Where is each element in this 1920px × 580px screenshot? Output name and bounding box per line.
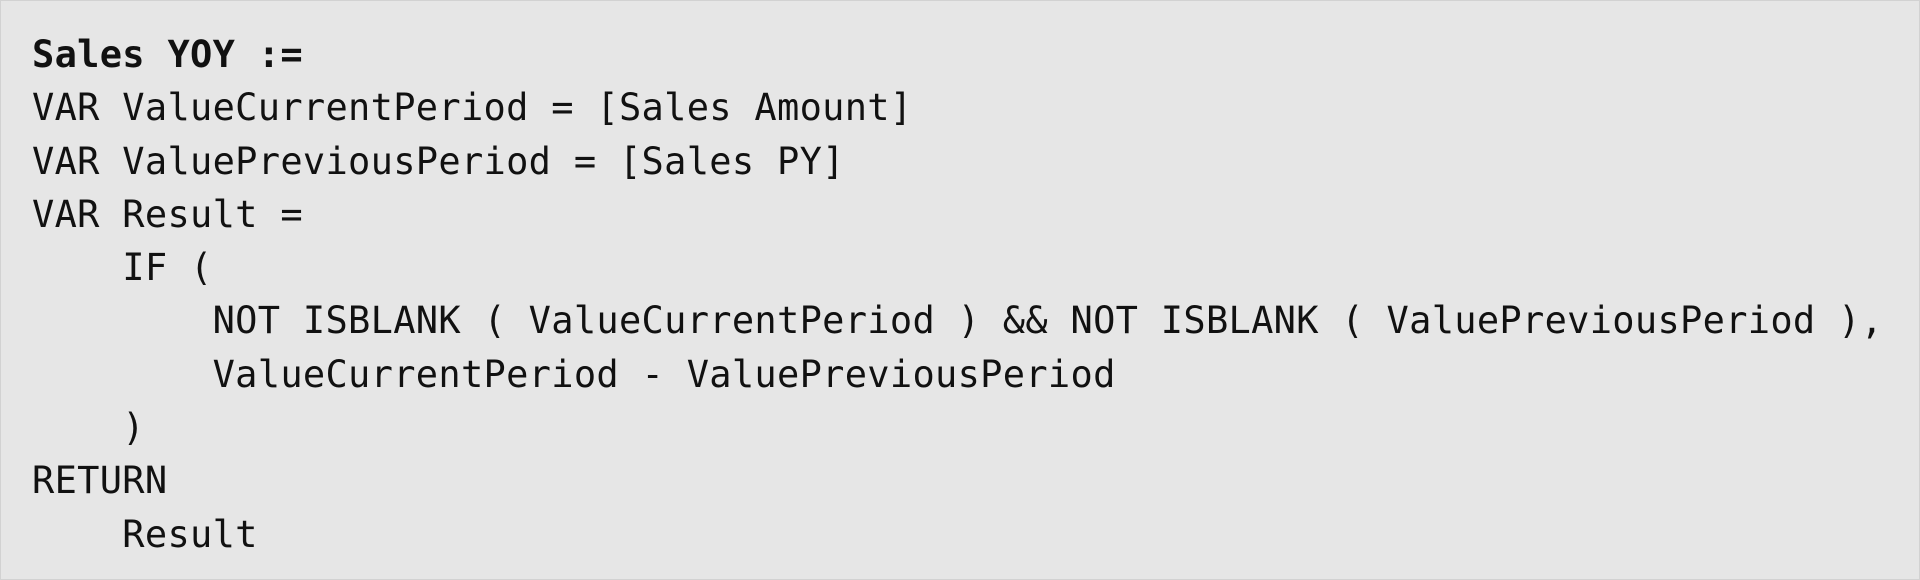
code-lines: Sales YOY := VAR ValueCurrentPeriod = [S… bbox=[32, 28, 1883, 561]
code-line: NOT ISBLANK ( ValueCurrentPeriod ) && NO… bbox=[32, 299, 1884, 343]
code-line: IF ( bbox=[32, 246, 213, 290]
code-line: Result bbox=[32, 512, 258, 556]
code-line: ) bbox=[32, 406, 145, 450]
code-line: VAR ValueCurrentPeriod = [Sales Amount] bbox=[32, 86, 913, 130]
code-line: RETURN bbox=[32, 459, 168, 503]
measure-definition-line: Sales YOY := bbox=[32, 33, 303, 76]
code-line: ValueCurrentPeriod - ValuePreviousPeriod bbox=[32, 352, 1116, 396]
code-line: VAR ValuePreviousPeriod = [Sales PY] bbox=[32, 139, 845, 183]
code-line: VAR Result = bbox=[32, 192, 303, 236]
